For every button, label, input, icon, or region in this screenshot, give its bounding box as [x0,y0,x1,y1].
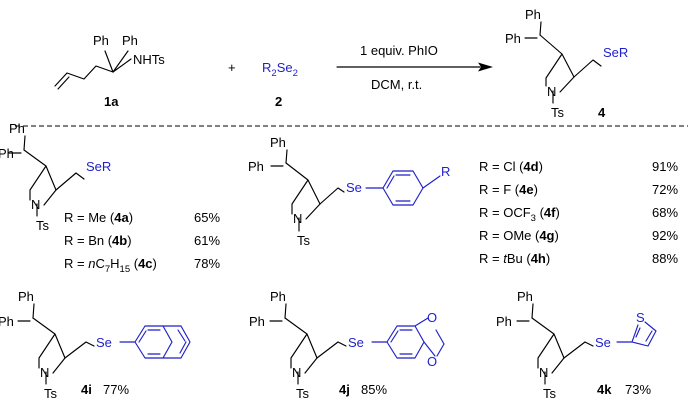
diselenide-formula: R2Se2 [262,60,298,79]
yield-4g: 92% [652,228,678,243]
compound-label-1a: 1a [104,94,119,109]
nitrogen-label: N [40,365,49,380]
ph-label: Ph [18,289,34,304]
yield-4f: 68% [652,205,678,220]
ph-label: Ph [270,135,286,150]
se-atom: Se [348,335,364,350]
ph-label: Ph [249,314,265,329]
yield-4k: 73% [625,382,651,397]
reaction-arrow: 1 equiv. PhIO DCM, r.t. [336,43,493,92]
yield-4j: 85% [361,382,387,397]
product-4i: Ph Ph Se N Ts 4i 77% [0,289,191,401]
scope-row-4c: R = nC7H15 (4c) [64,256,157,275]
oxygen-atom: O [427,354,437,369]
sulfur-atom: S [636,310,645,325]
scope-row-4h: R = tBu (4h) [479,251,550,266]
scope-row-4d: R = Cl (4d) [479,159,543,174]
se-atom: Se [595,335,611,350]
scope-row-4g: R = OMe (4g) [479,228,559,243]
condition-oxidant: 1 equiv. PhIO [360,43,438,58]
scope-row-4f: R = OCF3 (4f) [479,205,560,224]
reactant-1a: Ph Ph NHTs 1a [54,33,165,109]
yield-4i: 77% [103,382,129,397]
yield-4e: 72% [652,182,678,197]
alkyl-scope-structure: Ph Ph SeR N Ts [0,121,111,233]
ph-label: Ph [525,7,541,22]
ph-label: Ph [0,314,14,329]
aryl-scope-structure: Ph Ph Se R N Ts [248,135,450,248]
ph-label: Ph [93,33,109,48]
ts-label: Ts [36,218,50,233]
oxygen-atom: O [427,310,437,325]
ph-label: Ph [248,159,264,174]
ph-label: Ph [496,314,512,329]
se-atom: Se [96,335,112,350]
scope-row-4e: R = F (4e) [479,182,538,197]
nitrogen-label: N [547,84,556,99]
aryl-scope-table: R = Cl (4d) 91% R = F (4e) 72% R = OCF3 … [479,159,678,266]
reagent-diselenide: R2Se2 2 [262,60,298,109]
ph-label: Ph [505,31,521,46]
ts-label: Ts [44,386,58,401]
compound-label-4k: 4k [597,382,612,397]
compound-label-2: 2 [275,94,282,109]
nitrogen-label: N [539,365,548,380]
ph-label: Ph [0,146,14,161]
yield-4a: 65% [194,210,220,225]
ph-label: Ph [270,289,286,304]
nitrogen-label: N [292,365,301,380]
scope-row-4b: R = Bn (4b) [64,233,132,248]
product-4j: Ph Ph Se O O N Ts 4j 85% [249,289,445,401]
ser-group: SeR [603,45,628,60]
compound-label-4: 4 [598,105,606,120]
r-substituent: R [441,164,450,179]
nitrogen-label: N [31,197,40,212]
yield-4b: 61% [194,233,220,248]
compound-label-4j: 4j [339,382,350,397]
ts-label: Ts [297,233,311,248]
ts-label: Ts [551,105,565,120]
plus-sign: + [228,60,236,75]
compound-label-4i: 4i [81,382,92,397]
product-4k: Ph Ph Se S N Ts 4k 73% [496,289,657,401]
condition-solvent: DCM, r.t. [371,77,422,92]
nhts-label: NHTs [133,52,165,67]
alkyl-scope-table: R = Me (4a) 65% R = Bn (4b) 61% R = nC7H… [64,210,220,275]
ph-label: Ph [517,289,533,304]
ph-label: Ph [122,33,138,48]
yield-4h: 88% [652,251,678,266]
nitrogen-label: N [293,211,302,226]
ser-group: SeR [86,159,111,174]
ph-label: Ph [9,121,25,136]
scope-row-4a: R = Me (4a) [64,210,133,225]
ts-label: Ts [543,386,557,401]
yield-4c: 78% [194,256,220,271]
product-4: Ph Ph SeR N Ts 4 [505,7,628,120]
yield-4d: 91% [652,159,678,174]
se-atom: Se [346,180,362,195]
ts-label: Ts [296,386,310,401]
